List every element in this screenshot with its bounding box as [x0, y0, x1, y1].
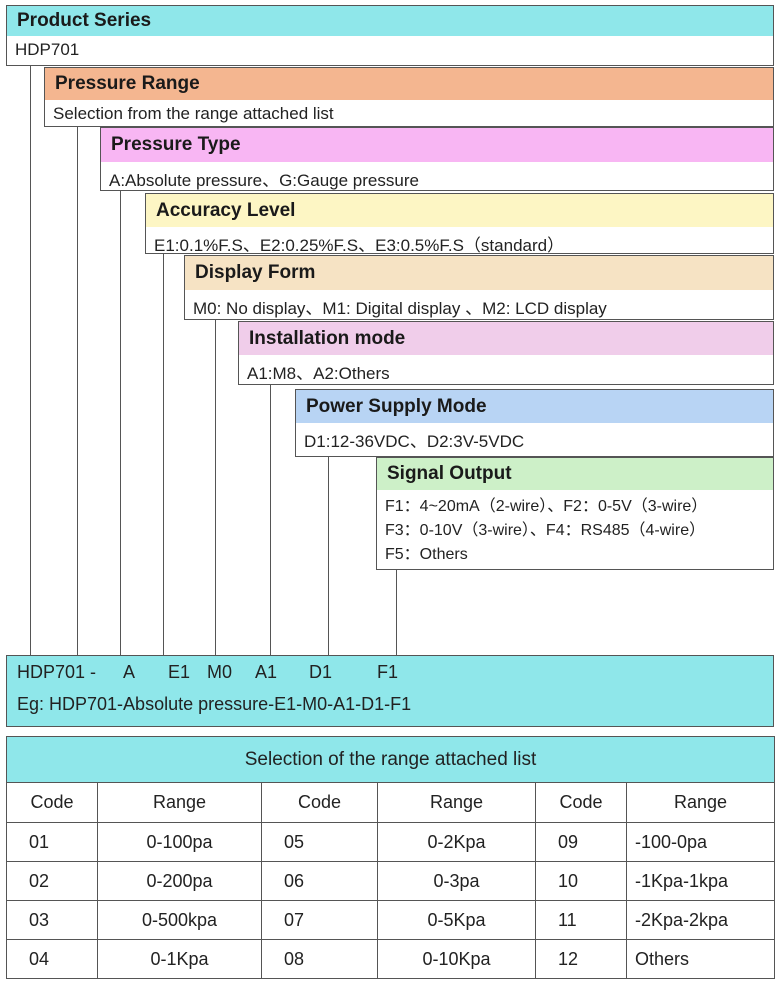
section-description: E1:0.1%F.S、E2:0.25%F.S、E3:0.5%F.S（standa… — [154, 236, 565, 255]
range-code-cell: 09 — [535, 822, 627, 862]
section-title: Pressure Type — [101, 128, 773, 162]
code-token-signal: F1 — [377, 662, 399, 682]
section-description: D1:12-36VDC、D2:3V-5VDC — [304, 432, 525, 451]
column-header-range: Range — [97, 782, 262, 823]
range-value-cell: 0-5Kpa — [377, 900, 536, 940]
range-value-cell: -1Kpa-1kpa — [626, 861, 775, 901]
connector-line — [396, 570, 397, 655]
connector-line — [328, 457, 329, 655]
section-description: Selection from the range attached list — [53, 104, 334, 123]
range-code-cell: 04 — [6, 939, 98, 979]
section-title: Product Series — [7, 6, 773, 36]
section-title: Accuracy Level — [146, 194, 773, 227]
range-value-cell: 0-200pa — [97, 861, 262, 901]
range-value-cell: 0-3pa — [377, 861, 536, 901]
range-value-cell: 0-500kpa — [97, 900, 262, 940]
column-header-range: Range — [626, 782, 775, 823]
column-header-code: Code — [535, 782, 627, 823]
code-token-installation: A1 — [255, 662, 278, 682]
range-table-title: Selection of the range attached list — [6, 736, 775, 783]
order-code-example: HDP701 - A E1 M0 A1 D1 F1 Eg: HDP701-Abs… — [6, 655, 774, 727]
range-code-cell: 02 — [6, 861, 98, 901]
range-code-cell: 05 — [261, 822, 378, 862]
section-title: Power Supply Mode — [296, 390, 773, 423]
connector-line — [163, 254, 164, 655]
connector-line — [77, 127, 78, 655]
connector-line — [270, 385, 271, 655]
code-token-accuracy: E1 — [168, 662, 191, 682]
range-value-cell: Others — [626, 939, 775, 979]
range-value-cell: 0-100pa — [97, 822, 262, 862]
column-header-code: Code — [261, 782, 378, 823]
section-description-line: F3：0-10V（3-wire）、F4：RS485（4-wire） — [385, 522, 706, 539]
section-title: Display Form — [185, 256, 773, 290]
code-token-display: M0 — [207, 662, 233, 682]
section-title: Installation mode — [239, 322, 773, 355]
range-code-cell: 11 — [535, 900, 627, 940]
code-token-power: D1 — [309, 662, 333, 682]
range-code-cell: 08 — [261, 939, 378, 979]
connector-line — [215, 320, 216, 655]
section-description: M0: No display、M1: Digital display 、M2: … — [193, 299, 607, 318]
section-description-line: F1：4~20mA（2-wire）、F2：0-5V（3-wire） — [385, 498, 708, 515]
order-code-example-text: Eg: HDP701-Absolute pressure-E1-M0-A1-D1… — [17, 694, 412, 714]
section-description-line: F5：Others — [385, 546, 468, 563]
range-code-cell: 01 — [6, 822, 98, 862]
range-value-cell: -2Kpa-2kpa — [626, 900, 775, 940]
order-code-row: HDP701 - A E1 M0 A1 D1 F1 — [17, 662, 398, 851]
range-code-cell: 03 — [6, 900, 98, 940]
column-header-range: Range — [377, 782, 536, 823]
section-description: A1:M8、A2:Others — [247, 364, 390, 383]
connector-line — [30, 66, 31, 655]
range-code-cell: 07 — [261, 900, 378, 940]
code-token-series: HDP701 - — [17, 662, 97, 682]
section-description: HDP701 — [15, 40, 80, 59]
range-code-cell: 12 — [535, 939, 627, 979]
range-value-cell: 0-1Kpa — [97, 939, 262, 979]
range-value-cell: 0-10Kpa — [377, 939, 536, 979]
range-code-cell: 10 — [535, 861, 627, 901]
code-token-pressure-type: A — [123, 662, 136, 682]
connector-line — [120, 191, 121, 655]
section-description: A:Absolute pressure、G:Gauge pressure — [109, 171, 419, 190]
section-title: Pressure Range — [45, 68, 773, 100]
range-code-cell: 06 — [261, 861, 378, 901]
column-header-code: Code — [6, 782, 98, 823]
range-value-cell: -100-0pa — [626, 822, 775, 862]
section-title: Signal Output — [377, 458, 773, 490]
range-table: Selection of the range attached list Cod… — [6, 736, 775, 979]
range-value-cell: 0-2Kpa — [377, 822, 536, 862]
